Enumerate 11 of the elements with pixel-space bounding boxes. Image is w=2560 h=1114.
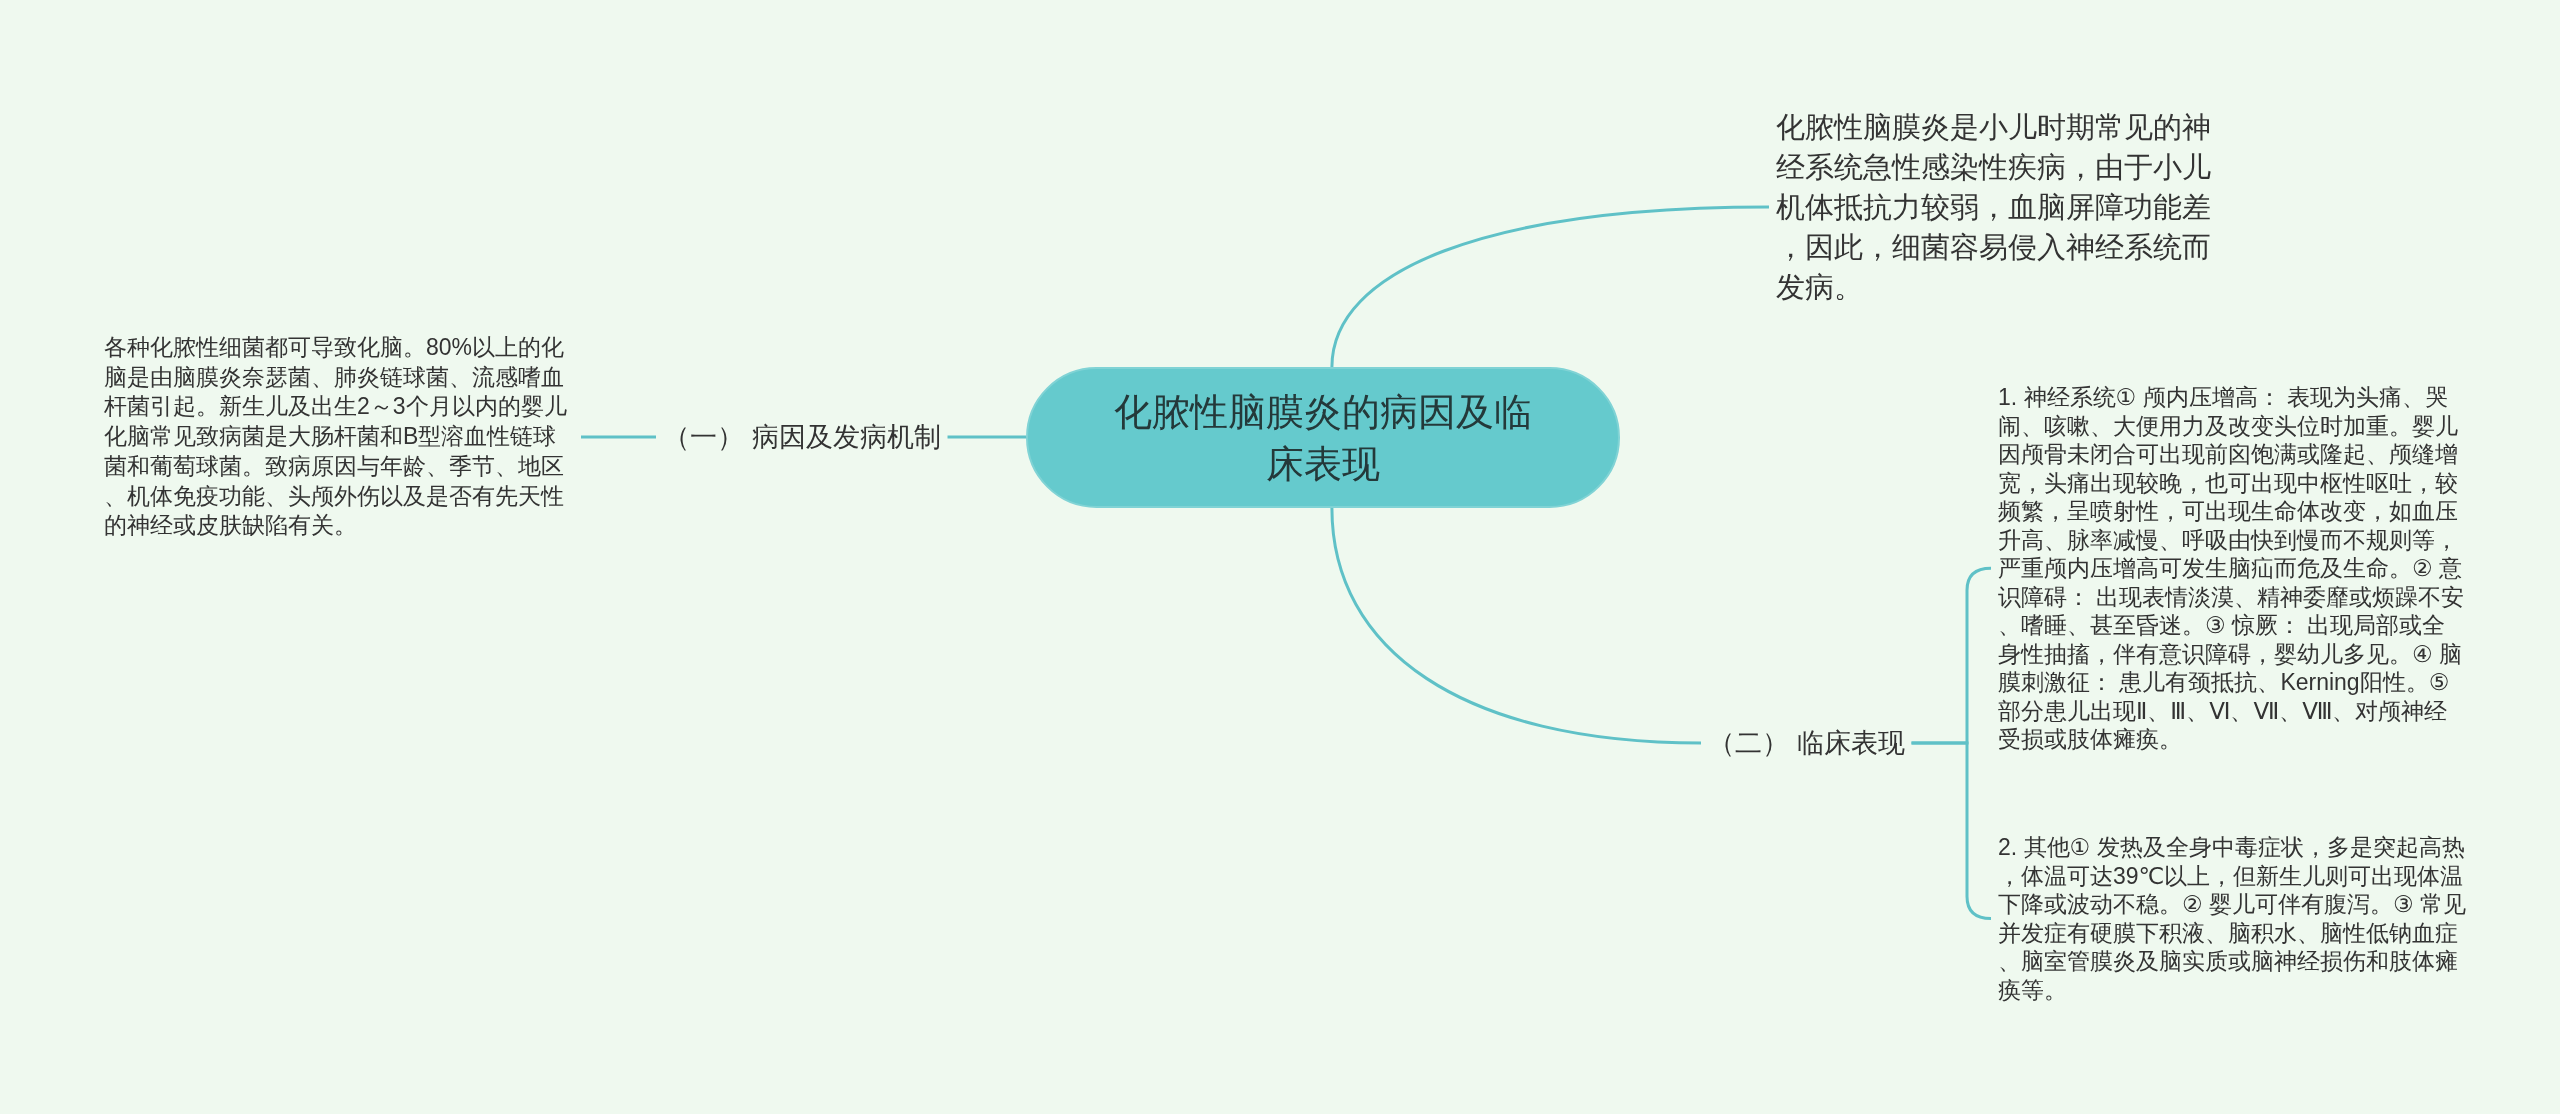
connector-line [947,435,1026,439]
connector-line [1330,205,1770,368]
paragraph: 化脓性脑膜炎是小儿时期常见的神经系统急性感染性疾病，由于小儿机体抵抗力较弱，血脑屏障功能差，因此，细菌容易侵入神经系统而发病。 [1776,107,2228,307]
paragraph: 2. 其他① 发热及全身中毒症状，多是突起高热，体温可达39℃以上，但新生儿则可出现体温下降或波动不稳。② 婴儿可伴有腹泻。③ 常见并发症有硬膜下积液、脑积水、脑性低钠血症、脑室管膜炎及脑实质或脑神经损伤和肢体瘫痪等。 [1998,833,2468,1004]
topic-pill: 化脓性脑膜炎的病因及临床表现 [1026,367,1620,508]
paragraph: 1. 神经系统① 颅内压增高： 表现为头痛、哭闹、咳嗽、大便用力及改变头位时加重。婴儿因颅骨未闭合可出现前囟饱满或隆起、颅缝增宽，头痛出现较晚，也可出现中枢性呕吐，较频繁，呈喷射性，可出现生命体改变，如血压升高、脉率减慢、呼吸由快到慢而不规则等，严重颅内压增高可发生脑疝而危及生命。② 意识障碍： 出现表情淡漠、精神委靡或烦躁不安、嗜睡、甚至昏迷。③ 惊厥： 出现局部或全身性抽搐，伴有意识障碍，婴幼儿多见。④ 脑膜刺激征： 患儿有颈抵抗、Kerning阳性。⑤ 部分患儿出现Ⅱ、Ⅲ、Ⅵ、Ⅶ、Ⅷ、对颅神经受损或肢体瘫痪。 [1998,383,2468,754]
branch-label: （一） 病因及发病机制 [663,419,941,455]
paragraph: 各种化脓性细菌都可导致化脑。80%以上的化脑是由脑膜炎奈瑟菌、肺炎链球菌、流感嗜血杆菌引起。新生儿及出生2～3个月以内的婴儿化脑常见致病菌是大肠杆菌和B型溶血性链球菌和葡萄球菌。致病原因与年龄、季节、地区、机体免疫功能、头颅外伤以及是否有先天性的神经或皮肤缺陷有关。 [104,333,574,541]
branch-label: （二） 临床表现 [1708,725,1905,761]
connector-line [581,435,656,439]
connector-line [1330,507,1702,745]
